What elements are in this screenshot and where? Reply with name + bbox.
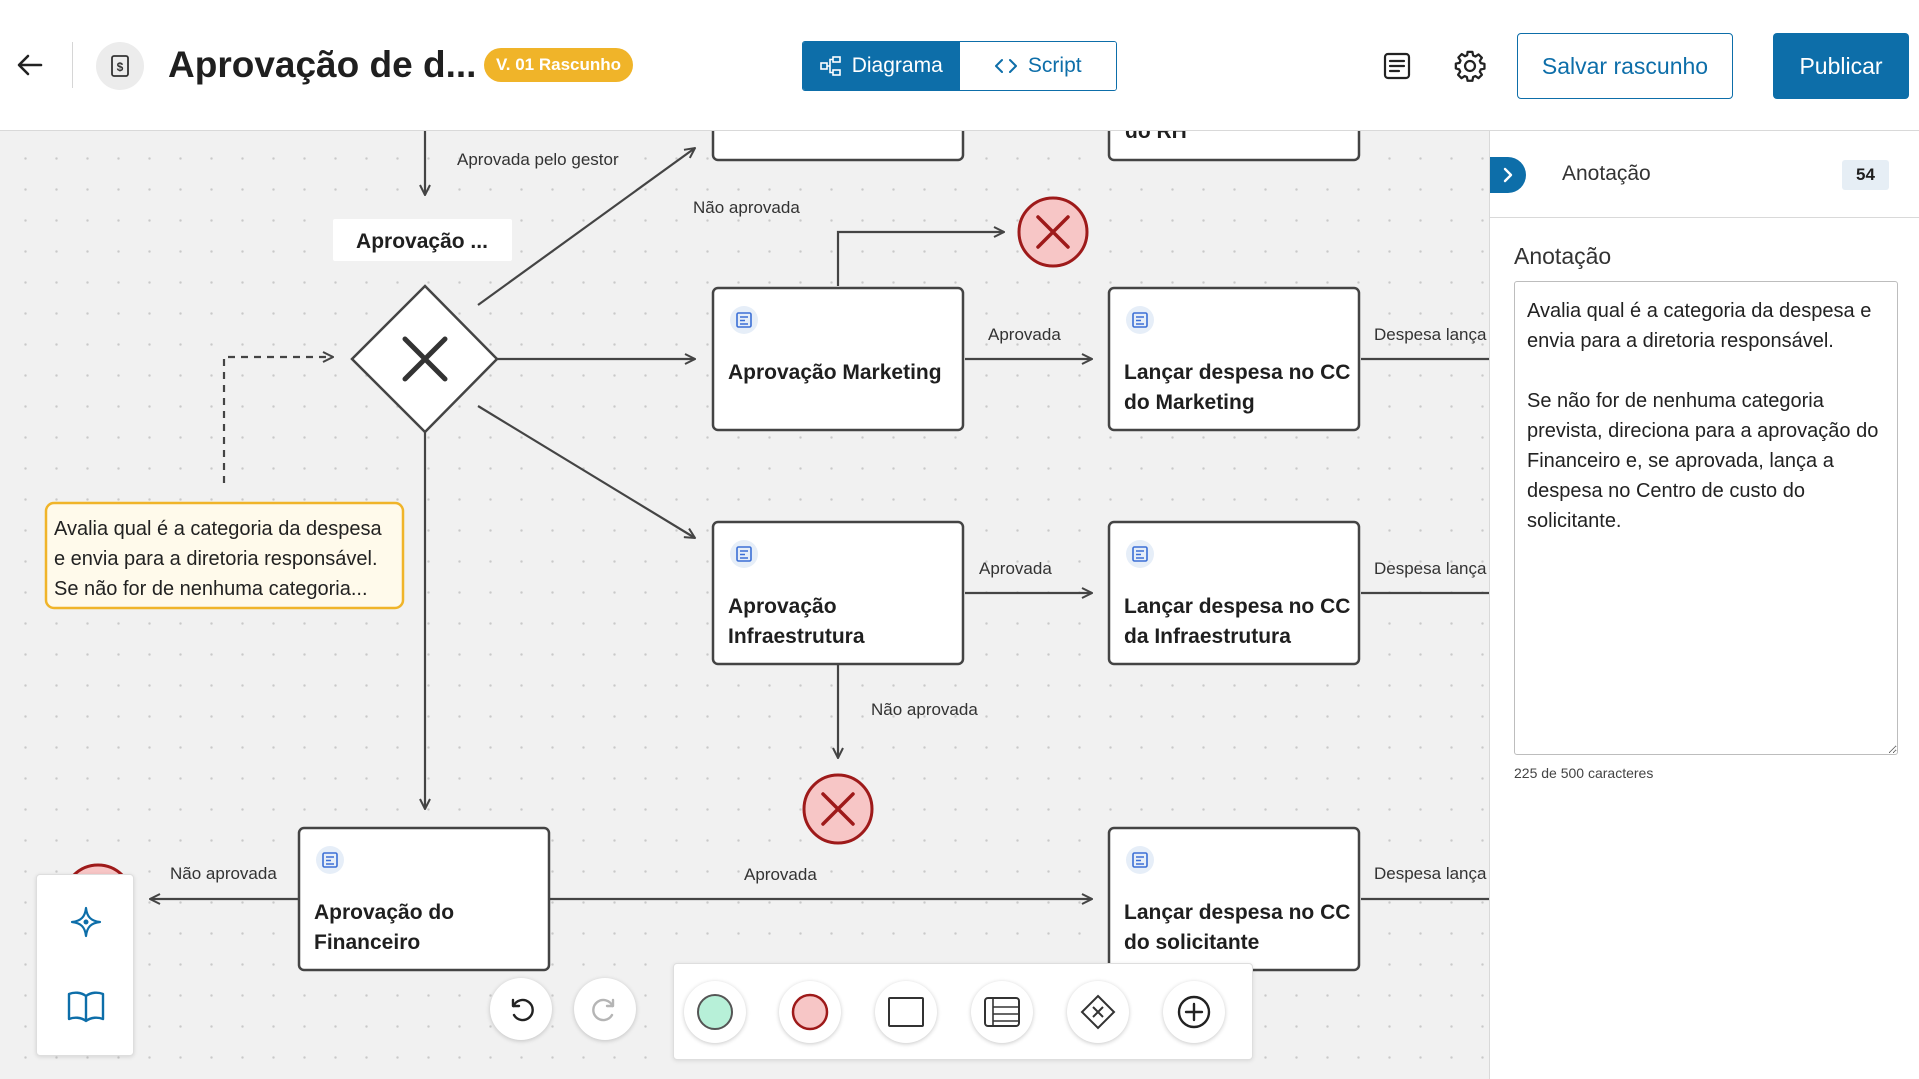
collapse-panel-button[interactable] bbox=[1490, 157, 1526, 193]
edge-label: Despesa lança bbox=[1374, 864, 1487, 883]
diagram-canvas[interactable]: Aprovada pelo gestor Não aprovada Aprova… bbox=[0, 131, 1489, 1079]
svg-text:da Infraestrutura: da Infraestrutura bbox=[1124, 625, 1291, 648]
page-title: Aprovação de d... bbox=[168, 44, 477, 85]
panel-title: Anotação bbox=[1562, 162, 1651, 185]
svg-text:Lançar despesa no CC: Lançar despesa no CC bbox=[1124, 595, 1350, 618]
add-gateway-button[interactable] bbox=[1067, 981, 1129, 1043]
svg-text:do RH: do RH bbox=[1125, 131, 1187, 143]
svg-text:$: $ bbox=[117, 60, 124, 74]
annotation-field-label: Anotação bbox=[1514, 243, 1612, 269]
svg-text:Aprovação do: Aprovação do bbox=[314, 901, 454, 924]
add-table-task-button[interactable] bbox=[971, 981, 1033, 1043]
character-count: 225 de 500 caracteres bbox=[1514, 765, 1654, 781]
svg-text:Se não for de nenhuma categori: Se não for de nenhuma categoria... bbox=[54, 578, 368, 600]
version-badge: V. 01 Rascunho bbox=[484, 48, 634, 82]
start-event-icon bbox=[697, 994, 733, 1030]
svg-text:Lançar despesa no CC: Lançar despesa no CC bbox=[1124, 361, 1350, 384]
edge-label: Despesa lança bbox=[1374, 559, 1487, 578]
add-icon bbox=[1177, 995, 1211, 1029]
tab-script-label: Script bbox=[1027, 54, 1082, 77]
table-task-icon bbox=[984, 997, 1020, 1027]
edge-label: Não aprovada bbox=[693, 198, 800, 217]
add-start-event-button[interactable] bbox=[684, 981, 746, 1043]
edge-label: Aprovada bbox=[988, 325, 1061, 344]
tab-diagram[interactable]: Diagrama bbox=[803, 42, 960, 90]
gateway-label[interactable]: Aprovação ... bbox=[333, 219, 512, 261]
panel-count-badge: 54 bbox=[1842, 160, 1889, 190]
panel-divider bbox=[1490, 217, 1919, 218]
task-aprovacao-financeiro[interactable]: Aprovação do Financeiro bbox=[297, 826, 551, 972]
book-open-icon bbox=[67, 991, 105, 1023]
svg-text:Financeiro: Financeiro bbox=[314, 931, 420, 954]
svg-text:Aprovação Marketing: Aprovação Marketing bbox=[728, 361, 942, 384]
end-event-rejected[interactable] bbox=[1017, 196, 1089, 268]
process-avatar: $ bbox=[96, 42, 144, 90]
edge-to-rh[interactable] bbox=[477, 148, 695, 306]
chevron-right-icon bbox=[1503, 167, 1513, 183]
docs-button[interactable] bbox=[61, 981, 111, 1031]
edge-marketing-rejected[interactable] bbox=[836, 232, 1004, 286]
save-draft-button[interactable]: Salvar rascunho bbox=[1517, 33, 1733, 99]
undo-icon bbox=[511, 998, 534, 1022]
sequence-flows bbox=[150, 131, 1489, 899]
publish-button[interactable]: Publicar bbox=[1773, 33, 1909, 99]
settings-button[interactable] bbox=[1449, 45, 1491, 87]
properties-panel: Anotação 54 Anotação Avalia qual é a cat… bbox=[1489, 131, 1919, 1079]
add-task-button[interactable] bbox=[875, 981, 937, 1043]
annotation-textarea[interactable]: Avalia qual é a categoria da despesa e e… bbox=[1514, 281, 1898, 755]
gateway-icon bbox=[1080, 994, 1116, 1030]
task-lancar-solicitante[interactable]: Lançar despesa no CC do solicitante bbox=[1107, 826, 1361, 972]
gear-icon bbox=[1454, 50, 1486, 82]
edge-label: Aprovada bbox=[979, 559, 1052, 578]
tab-script[interactable]: Script bbox=[959, 42, 1116, 90]
sparkle-ai-icon bbox=[70, 906, 102, 938]
arrow-left-icon bbox=[17, 54, 43, 76]
svg-text:do solicitante: do solicitante bbox=[1124, 931, 1259, 954]
svg-text:Infraestrutura: Infraestrutura bbox=[728, 625, 865, 648]
task-aprovacao-marketing[interactable]: Aprovação Marketing bbox=[711, 286, 965, 432]
edge-label: Não aprovada bbox=[170, 864, 277, 883]
process-diagram: Aprovada pelo gestor Não aprovada Aprova… bbox=[44, 131, 1489, 972]
task-partial-top[interactable] bbox=[711, 131, 965, 162]
end-event-rejected[interactable] bbox=[802, 773, 874, 845]
svg-text:Aprovação ...: Aprovação ... bbox=[356, 230, 488, 253]
edge-label: Despesa lança bbox=[1374, 325, 1487, 344]
document-lines-icon bbox=[1383, 52, 1411, 80]
edge-label: Não aprovada bbox=[871, 700, 978, 719]
dollar-document-icon: $ bbox=[111, 55, 129, 77]
svg-text:e envia para a diretoria respo: e envia para a diretoria responsável. bbox=[54, 548, 378, 570]
task-aprovacao-infraestrutura[interactable]: Aprovação Infraestrutura bbox=[711, 520, 965, 666]
annotation-link bbox=[222, 357, 333, 483]
back-button[interactable] bbox=[10, 45, 50, 85]
redo-button[interactable] bbox=[574, 978, 636, 1040]
task-icon bbox=[888, 997, 924, 1027]
tab-diagram-label: Diagrama bbox=[851, 54, 943, 77]
add-more-button[interactable] bbox=[1163, 981, 1225, 1043]
svg-text:do Marketing: do Marketing bbox=[1124, 391, 1255, 414]
undo-button[interactable] bbox=[490, 978, 552, 1040]
notes-button[interactable] bbox=[1376, 45, 1418, 87]
side-tools bbox=[36, 874, 134, 1056]
edge-label: Aprovada bbox=[744, 865, 817, 884]
add-end-event-button[interactable] bbox=[779, 981, 841, 1043]
diagram-icon bbox=[819, 56, 841, 76]
task-lancar-infraestrutura[interactable]: Lançar despesa no CC da Infraestrutura bbox=[1107, 520, 1361, 666]
ai-assistant-button[interactable] bbox=[61, 897, 111, 947]
task-lancar-marketing[interactable]: Lançar despesa no CC do Marketing bbox=[1107, 286, 1361, 432]
redo-icon bbox=[592, 998, 615, 1022]
text-annotation[interactable]: Avalia qual é a categoria da despesa e e… bbox=[44, 501, 405, 610]
exclusive-gateway[interactable] bbox=[350, 284, 499, 434]
element-palette bbox=[673, 963, 1253, 1060]
svg-text:Lançar despesa no CC: Lançar despesa no CC bbox=[1124, 901, 1350, 924]
svg-text:Avalia qual é a categoria da d: Avalia qual é a categoria da despesa bbox=[54, 518, 383, 540]
end-event-icon bbox=[791, 993, 829, 1031]
code-icon bbox=[994, 59, 1017, 73]
header-divider bbox=[72, 42, 73, 88]
edge-to-infra[interactable] bbox=[477, 405, 695, 538]
edge-label: Aprovada pelo gestor bbox=[457, 150, 619, 169]
top-header: $ Aprovação de d... V. 01 Rascunho Diagr… bbox=[0, 0, 1919, 131]
svg-text:Aprovação: Aprovação bbox=[728, 595, 837, 618]
view-toggle: Diagrama Script bbox=[802, 41, 1117, 91]
task-lancar-rh[interactable]: do RH bbox=[1107, 131, 1361, 162]
